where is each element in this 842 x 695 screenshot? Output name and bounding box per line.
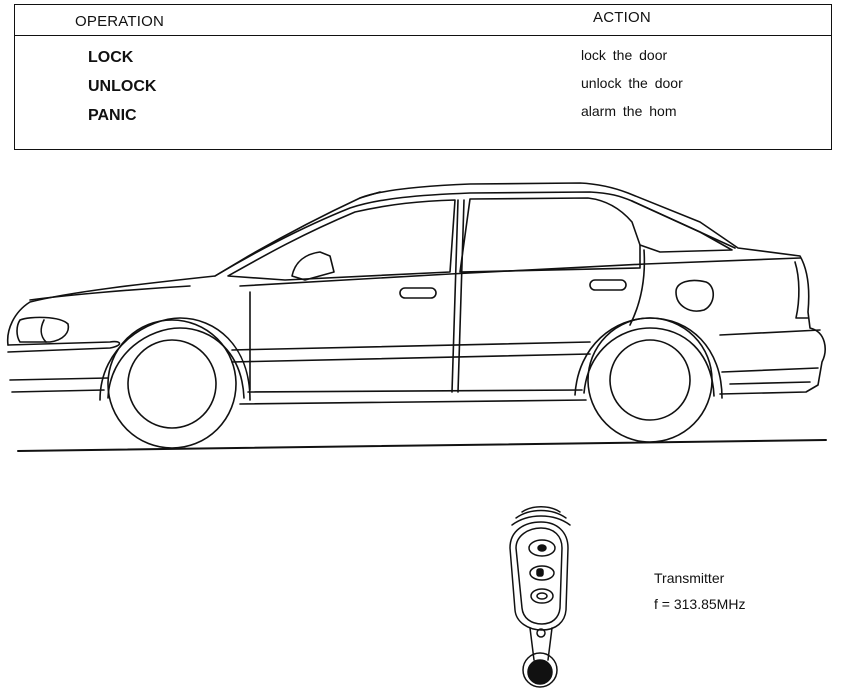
- operation-table: OPERATION ACTION LOCK lock the door UNLO…: [14, 4, 832, 150]
- operation-column-header: OPERATION: [75, 13, 164, 30]
- operation-lock: LOCK: [88, 49, 133, 67]
- table-row: LOCK lock the door: [15, 47, 831, 75]
- sedan-side-view-icon: [0, 170, 842, 470]
- action-unlock: unlock the door: [581, 75, 683, 91]
- transmitter-label: Transmitter: [654, 570, 724, 586]
- action-column-header: ACTION: [593, 9, 651, 26]
- operation-panic: PANIC: [88, 107, 137, 125]
- action-lock: lock the door: [581, 47, 667, 63]
- header-divider: [15, 35, 831, 36]
- operation-unlock: UNLOCK: [88, 78, 156, 96]
- action-panic: alarm the hom: [581, 103, 676, 119]
- transmitter-frequency: f = 313.85MHz: [654, 596, 745, 612]
- key-fob-transmitter-icon: [495, 495, 585, 691]
- table-row: PANIC alarm the hom: [15, 104, 831, 132]
- table-row: UNLOCK unlock the door: [15, 75, 831, 103]
